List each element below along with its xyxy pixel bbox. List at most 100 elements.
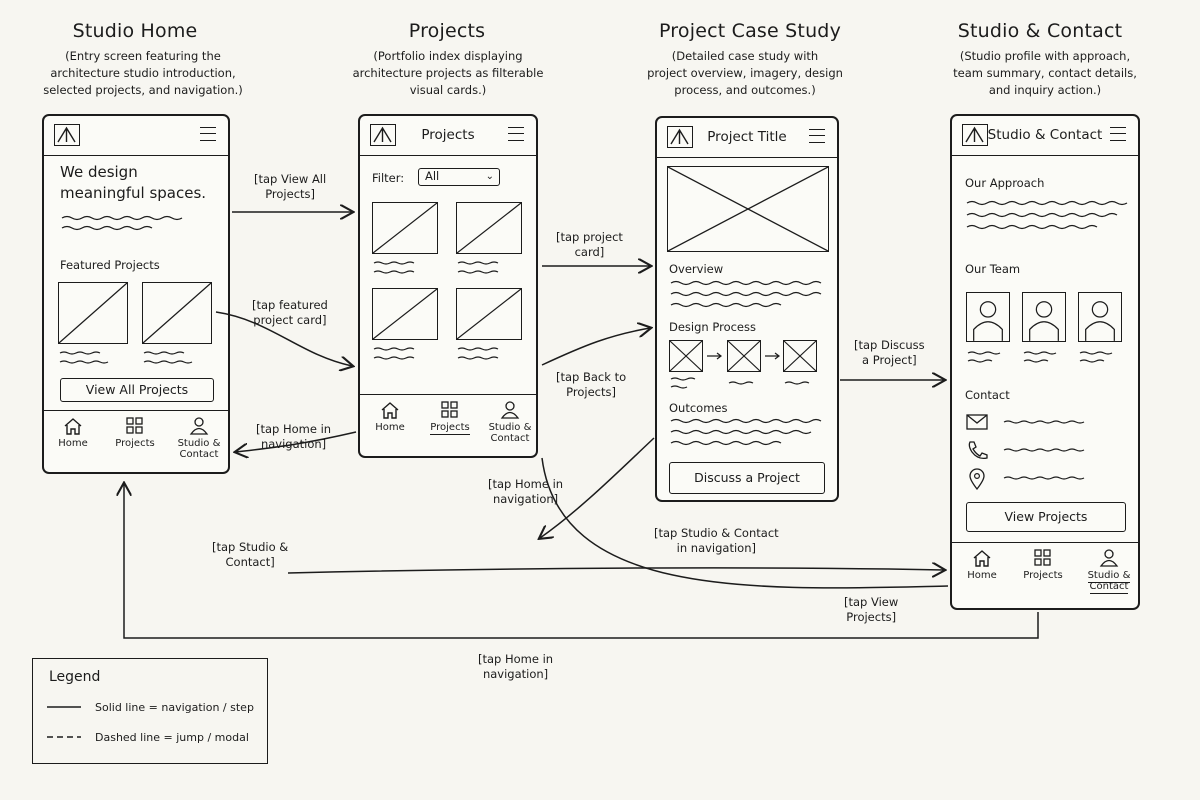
view-projects-button[interactable]: View Projects	[966, 502, 1126, 532]
legend-title: Legend	[49, 669, 101, 685]
filter-select[interactable]: All⌄	[418, 168, 500, 186]
legend-dashed: Dashed line = jump / modal	[95, 731, 249, 744]
filter-label: Filter:	[372, 171, 405, 185]
nav-projects[interactable]: Projects	[108, 417, 162, 449]
bottom-nav: Home Projects Studio &Contact	[952, 542, 1138, 608]
process-step-placeholder	[783, 340, 817, 372]
project-card[interactable]	[456, 288, 522, 340]
edge-back-to-projects	[541, 328, 650, 366]
contact-label: Contact	[965, 388, 1010, 402]
discuss-project-button[interactable]: Discuss a Project	[669, 462, 825, 494]
menu-icon[interactable]	[1110, 127, 1126, 141]
outcomes-label: Outcomes	[669, 401, 728, 415]
phone-icon[interactable]	[966, 440, 988, 460]
grid-icon	[126, 417, 143, 434]
phone-projects: Projects Filter: All⌄ Home Projects	[358, 114, 538, 458]
person-icon	[500, 401, 520, 419]
featured-caption-lines	[59, 351, 193, 364]
phone-header: Studio & Contact	[952, 116, 1138, 156]
process-step-placeholder	[727, 340, 761, 372]
nav-studio-contact[interactable]: Studio &Contact	[1082, 549, 1136, 594]
header-title: Studio & Contact	[987, 127, 1103, 143]
phone-header: Projects	[360, 116, 536, 156]
header-title: Projects	[421, 127, 475, 143]
view-all-projects-button[interactable]: View All Projects	[60, 378, 214, 402]
logo-icon[interactable]	[370, 124, 396, 146]
column-title-home: Studio Home	[72, 20, 198, 42]
card-caption-lines	[373, 347, 499, 360]
phone-case-study: Project Title Overview Design Process Ou…	[655, 116, 839, 502]
home-icon	[381, 402, 399, 419]
project-card[interactable]	[372, 202, 438, 254]
team-caption-lines	[967, 351, 1113, 363]
chevron-down-icon: ⌄	[485, 171, 494, 182]
our-team-label: Our Team	[965, 262, 1021, 276]
process-step-placeholder	[669, 340, 703, 372]
person-icon	[1099, 549, 1119, 567]
column-title-contact: Studio & Contact	[957, 20, 1123, 42]
grid-icon	[441, 401, 458, 418]
hero-headline: We design meaningful spaces.	[60, 163, 207, 202]
team-member-avatar	[1078, 292, 1122, 342]
logo-icon[interactable]	[962, 124, 988, 146]
legend: Legend Solid line = navigation / step Da…	[32, 658, 268, 764]
home-icon	[64, 418, 82, 435]
nav-home[interactable]: Home	[955, 549, 1009, 581]
bottom-nav: Home Projects Studio &Contact	[360, 394, 536, 456]
column-title-case-study: Project Case Study	[658, 20, 842, 42]
project-card[interactable]	[456, 202, 522, 254]
column-desc-contact: (Studio profile with approach,team summa…	[953, 49, 1137, 97]
approach-text-lines	[966, 200, 1128, 230]
person-icon	[1085, 301, 1115, 341]
featured-project-card[interactable]	[142, 282, 212, 344]
header-title: Project Title	[707, 129, 787, 145]
our-approach-label: Our Approach	[965, 176, 1045, 190]
edge-label: [tap Studio &Contact]	[212, 540, 289, 569]
team-member-avatar	[966, 292, 1010, 342]
featured-projects-label: Featured Projects	[60, 258, 160, 272]
nav-home[interactable]: Home	[46, 417, 100, 449]
column-title-projects: Projects	[408, 20, 486, 42]
contact-detail-lines	[1003, 420, 1085, 480]
project-card[interactable]	[372, 288, 438, 340]
legend-solid: Solid line = navigation / step	[95, 701, 254, 714]
overview-label: Overview	[669, 262, 724, 276]
person-icon	[1029, 301, 1059, 341]
menu-icon[interactable]	[200, 127, 216, 141]
overview-text-lines	[670, 280, 822, 308]
menu-icon[interactable]	[809, 129, 825, 143]
legend-line-samples	[47, 706, 81, 738]
team-member-avatar	[1022, 292, 1066, 342]
phone-header: Project Title	[657, 118, 837, 158]
process-arrows	[707, 352, 780, 360]
bottom-nav: Home Projects Studio &Contact	[44, 410, 228, 472]
mail-icon[interactable]	[966, 414, 988, 430]
logo-icon[interactable]	[667, 126, 693, 148]
menu-icon[interactable]	[508, 127, 524, 141]
nav-studio-contact[interactable]: Studio &Contact	[483, 401, 537, 444]
featured-project-card[interactable]	[58, 282, 128, 344]
location-pin-icon[interactable]	[968, 468, 986, 490]
grid-icon	[1034, 549, 1051, 566]
logo-icon[interactable]	[54, 124, 80, 146]
nav-home[interactable]: Home	[363, 401, 417, 433]
nav-projects[interactable]: Projects	[423, 401, 477, 435]
hero-image-placeholder	[667, 166, 829, 252]
home-icon	[973, 550, 991, 567]
outcomes-text-lines	[670, 418, 822, 446]
nav-studio-contact[interactable]: Studio &Contact	[172, 417, 226, 460]
card-caption-lines	[373, 261, 499, 274]
nav-projects[interactable]: Projects	[1016, 549, 1070, 581]
